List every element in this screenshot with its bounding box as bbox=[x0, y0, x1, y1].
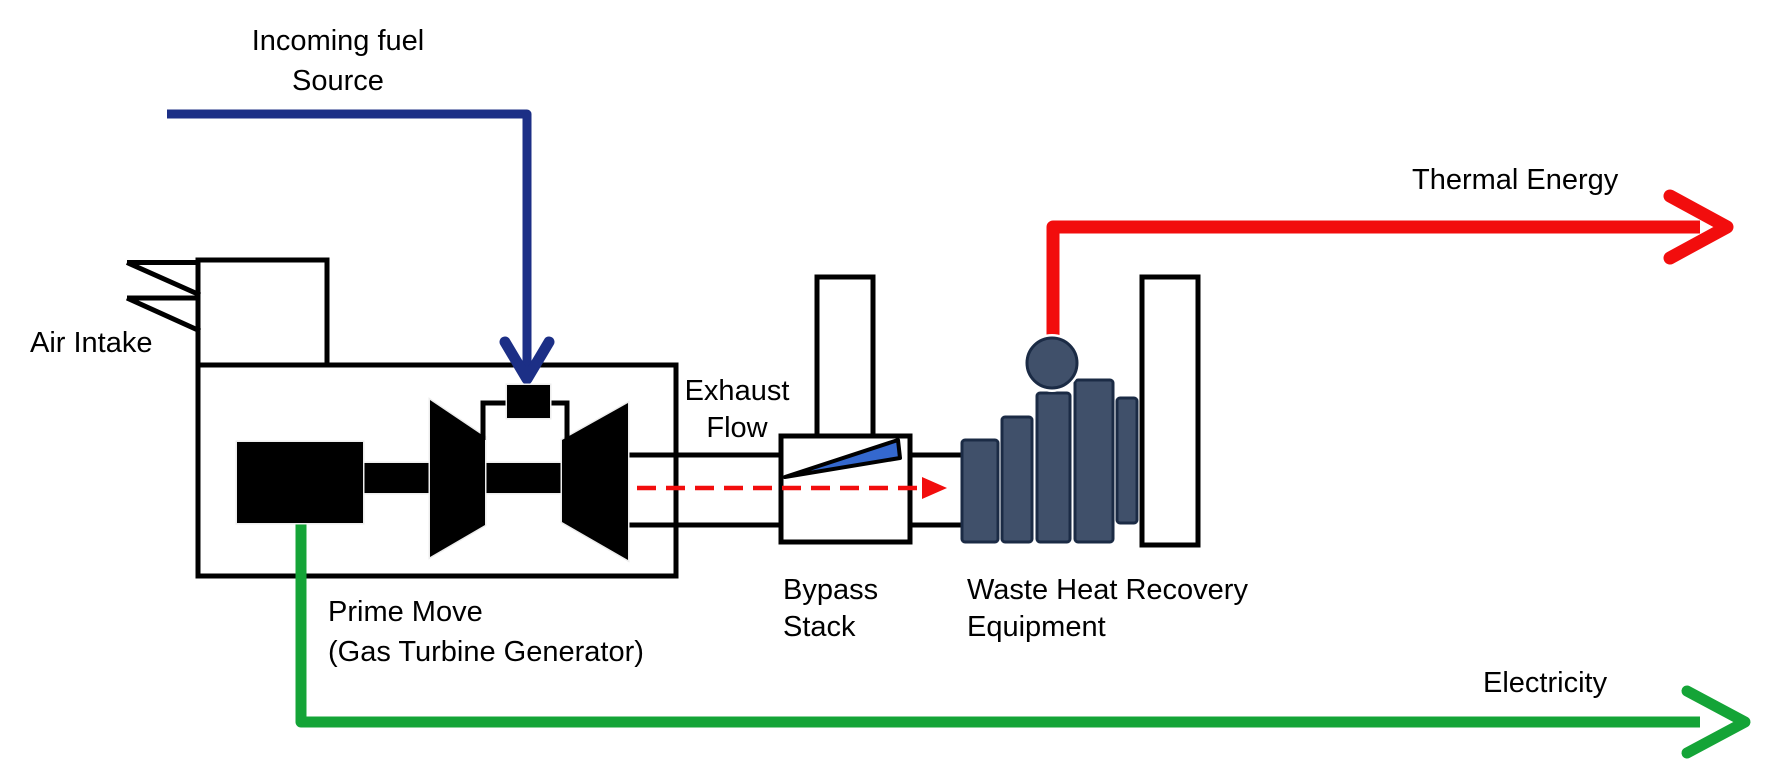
whr-label-line1: Waste Heat Recovery bbox=[967, 574, 1248, 606]
whr-label-line2: Equipment bbox=[967, 611, 1106, 643]
prime-mover-label-line2: (Gas Turbine Generator) bbox=[328, 636, 644, 668]
air-intake-assembly bbox=[125, 257, 330, 368]
exhaust-flow-label-line2: Flow bbox=[706, 412, 768, 444]
exhaust-flow-label-line1: Exhaust bbox=[685, 375, 790, 407]
exhaust-flow-arrow bbox=[637, 477, 947, 499]
bypass-stack-label-line1: Bypass bbox=[783, 574, 878, 606]
turbine-shape bbox=[560, 400, 630, 563]
prime-mover-label-line1: Prime Move bbox=[328, 596, 483, 628]
air-intake-box bbox=[195, 257, 330, 368]
whr-steam-drum bbox=[1025, 336, 1079, 390]
fuel-arrow bbox=[167, 109, 555, 385]
air-intake-label: Air Intake bbox=[30, 327, 153, 359]
compressor-shape bbox=[428, 397, 487, 560]
thermal-energy-label: Thermal Energy bbox=[1412, 164, 1619, 196]
bypass-stack-chimney bbox=[814, 274, 876, 442]
bypass-stack-assembly bbox=[778, 274, 913, 545]
combustor-piping bbox=[480, 400, 570, 440]
incoming-fuel-label-line1: Incoming fuel bbox=[252, 25, 425, 57]
damper-vane bbox=[783, 438, 902, 479]
whr-bar bbox=[1000, 415, 1034, 544]
gas-turbine-generator bbox=[235, 383, 630, 563]
bypass-stack-label-line2: Stack bbox=[783, 611, 856, 643]
combustor-block bbox=[505, 383, 552, 420]
whr-outlet-stack bbox=[1139, 274, 1201, 548]
whr-bar bbox=[1115, 396, 1139, 525]
air-intake-louvers bbox=[125, 260, 202, 334]
whr-equipment bbox=[960, 334, 1139, 544]
whr-bar bbox=[1073, 378, 1115, 544]
electricity-label: Electricity bbox=[1483, 667, 1608, 699]
incoming-fuel-label-line2: Source bbox=[292, 65, 384, 97]
whr-bar bbox=[960, 438, 1000, 544]
whr-bar bbox=[1035, 391, 1072, 544]
thermal-energy-arrow bbox=[1046, 189, 1734, 342]
exhaust-duct bbox=[628, 452, 962, 528]
electricity-arrow bbox=[295, 518, 1751, 759]
generator-block bbox=[235, 440, 365, 525]
